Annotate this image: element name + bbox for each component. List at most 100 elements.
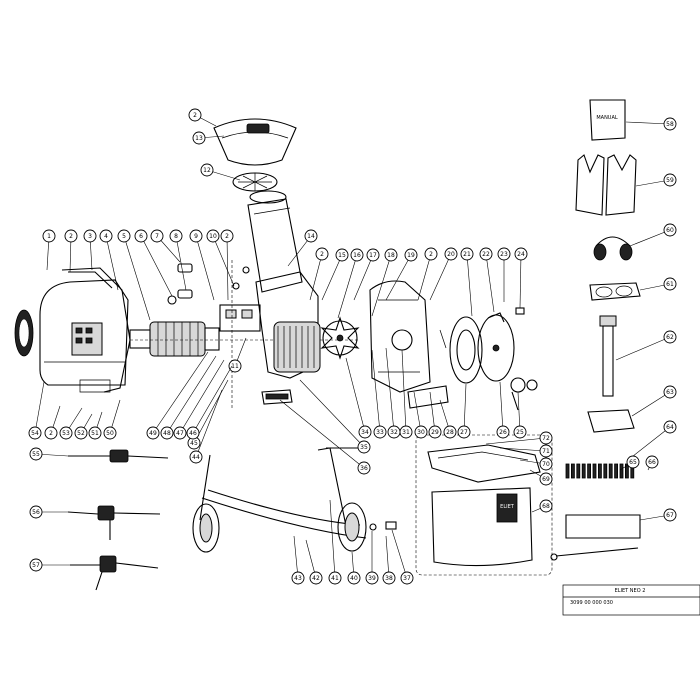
- callout-number: 9: [194, 233, 198, 240]
- callout-circle: [29, 558, 43, 572]
- callout-number: 12: [203, 167, 211, 174]
- callout-58: 58: [625, 117, 677, 131]
- callout-number: 2: [320, 251, 324, 258]
- leader-line: [195, 389, 223, 458]
- leader-line: [499, 381, 504, 433]
- leader-line: [212, 235, 235, 287]
- callout-number: 64: [666, 424, 674, 431]
- callout-61: 61: [639, 277, 677, 291]
- callout-41: 41: [328, 499, 342, 585]
- callout-circle: [206, 229, 220, 243]
- callout-number: 2: [69, 233, 73, 240]
- callout-number: 68: [542, 503, 550, 510]
- callout-number: 15: [338, 252, 346, 259]
- callout-circle: [457, 425, 471, 439]
- rotor-housing: [255, 271, 321, 405]
- callout-number: 46: [189, 430, 197, 437]
- callout-number: 53: [62, 430, 70, 437]
- leader-line: [385, 535, 390, 579]
- callout-number: 57: [32, 562, 40, 569]
- callout-1: 1: [42, 229, 56, 271]
- callout-69: 69: [529, 469, 553, 486]
- callout-number: 1: [47, 233, 51, 240]
- callout-number: 20: [447, 251, 455, 258]
- callout-number: 62: [666, 334, 674, 341]
- screw: [614, 463, 618, 479]
- callout-circle: [200, 163, 214, 177]
- callout-circle: [663, 508, 677, 522]
- title-block-row2: 3099 00 000 030: [570, 600, 613, 606]
- screw: [581, 463, 586, 479]
- leader-line: [371, 349, 381, 433]
- callout-7: 7: [150, 229, 181, 263]
- callout-number: 66: [648, 459, 656, 466]
- callout-2: 2: [417, 247, 438, 301]
- callout-circle: [335, 248, 349, 262]
- callout-circle: [539, 431, 553, 445]
- callout-number: 72: [542, 435, 550, 442]
- callout-circle: [626, 455, 640, 469]
- callout-number: 42: [312, 575, 320, 582]
- leader-line: [485, 253, 495, 313]
- leader-line: [385, 347, 395, 433]
- callout-circle: [400, 571, 414, 585]
- callout-number: 3: [88, 233, 92, 240]
- callout-number: 63: [666, 389, 674, 396]
- collection-box: ELIET: [415, 434, 553, 576]
- callout-50: 50: [103, 399, 121, 440]
- leader-line: [429, 391, 436, 433]
- callout-circle: [444, 247, 458, 261]
- leader-line: [140, 235, 173, 297]
- callout-36: 36: [279, 399, 371, 475]
- screw: [592, 463, 597, 479]
- callout-circle: [373, 425, 387, 439]
- leader-line: [309, 253, 323, 301]
- callout-number: 67: [666, 512, 674, 519]
- callout-circle: [358, 425, 372, 439]
- callout-56: 56: [29, 505, 68, 519]
- callout-circle: [29, 505, 43, 519]
- leader-line: [463, 383, 467, 433]
- callout-number: 35: [360, 444, 368, 451]
- callout-6: 6: [134, 229, 173, 297]
- blade-disk: [320, 316, 360, 360]
- callout-circle: [539, 472, 553, 486]
- callout-number: 71: [542, 448, 550, 455]
- callout-circle: [74, 426, 88, 440]
- callout-number: 19: [407, 252, 415, 259]
- callout-circle: [365, 571, 379, 585]
- callout-circle: [160, 426, 174, 440]
- callout-circle: [64, 229, 78, 243]
- callout-64: 64: [627, 420, 677, 461]
- screw: [619, 463, 624, 479]
- callout-circle: [188, 108, 202, 122]
- callout-number: 14: [307, 233, 315, 240]
- leader-line: [175, 235, 187, 291]
- leader-line: [279, 399, 365, 469]
- screw: [598, 463, 602, 479]
- callout-circle: [189, 229, 203, 243]
- callout-circle: [347, 571, 361, 585]
- callout-circle: [134, 229, 148, 243]
- callout-circle: [83, 229, 97, 243]
- callout-number: 10: [209, 233, 217, 240]
- leader-line: [615, 336, 671, 361]
- callout-circle: [460, 247, 474, 261]
- callout-2: 2: [309, 247, 329, 301]
- leader-line: [305, 539, 317, 579]
- callout-26: 26: [496, 381, 510, 439]
- callout-circle: [428, 425, 442, 439]
- callout-number: 2: [49, 430, 53, 437]
- leader-line: [499, 447, 547, 452]
- callout-circle: [663, 330, 677, 344]
- callout-number: 11: [231, 363, 239, 370]
- leader-line: [321, 254, 343, 301]
- motor-housing: [14, 267, 131, 393]
- leader-line: [345, 357, 366, 433]
- leader-line: [371, 254, 392, 317]
- callout-circle: [99, 229, 113, 243]
- callout-43: 43: [291, 535, 305, 585]
- callout-circle: [169, 229, 183, 243]
- callout-57: 57: [29, 558, 70, 572]
- callout-number: 24: [517, 251, 525, 258]
